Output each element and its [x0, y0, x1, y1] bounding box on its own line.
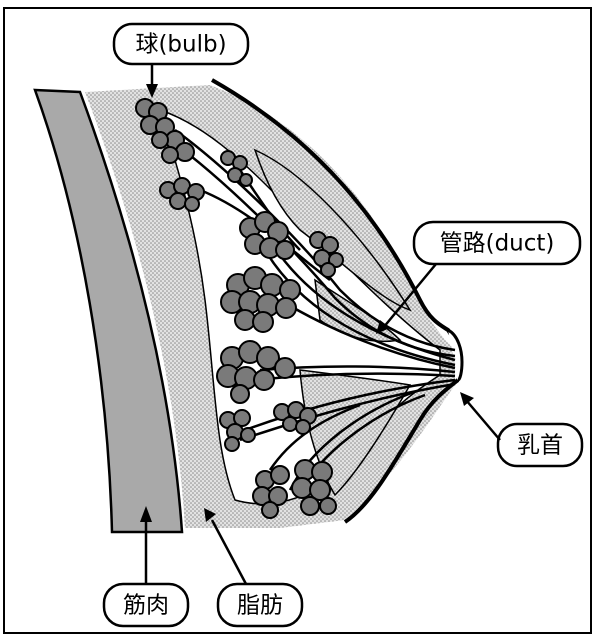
fat-label: 脂肪 [237, 593, 283, 619]
bulb-label: 球(bulb) [135, 32, 226, 58]
nipple-arrow [466, 400, 500, 440]
duct-label: 管路(duct) [440, 231, 555, 257]
nipple-label: 乳首 [517, 433, 563, 459]
muscle-label: 筋肉 [123, 593, 169, 619]
nipple-arrowhead [460, 392, 474, 406]
fat-arrow [212, 520, 246, 584]
